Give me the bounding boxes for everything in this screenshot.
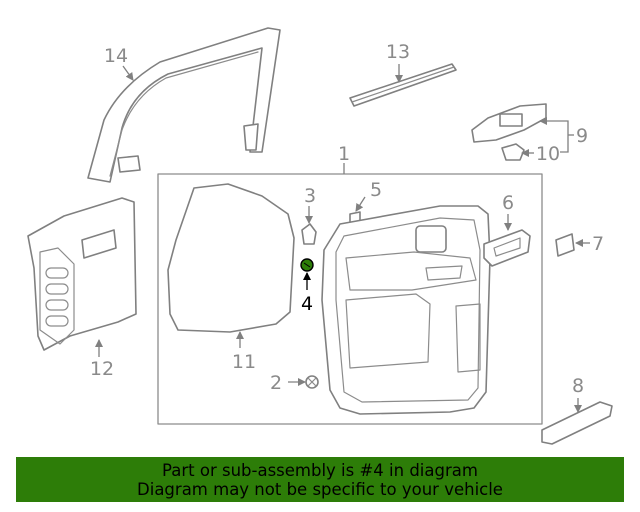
callout-10: 10 <box>536 143 560 165</box>
part-12-inner-panel <box>27 197 137 351</box>
callout-5: 5 <box>370 179 382 201</box>
callout-7: 7 <box>592 233 604 255</box>
part-7-cap <box>555 233 575 257</box>
callout-9: 9 <box>576 125 588 147</box>
callout-3: 3 <box>304 185 316 207</box>
part-14-window-frame <box>87 27 281 183</box>
callout-12: 12 <box>90 358 114 380</box>
leader-lines <box>95 64 590 413</box>
callout-13: 13 <box>386 41 410 63</box>
callout-11: 11 <box>232 351 256 373</box>
part-11-water-deflector <box>167 183 295 333</box>
part-9-switch-bracket <box>471 103 547 143</box>
callout-14: 14 <box>104 45 128 67</box>
callout-4: 4 <box>301 293 313 315</box>
callout-1: 1 <box>338 143 350 165</box>
part-13-window-sweep <box>349 63 457 107</box>
callout-2: 2 <box>270 372 282 394</box>
door-trim-panel <box>321 205 491 415</box>
banner-line-part-number: Part or sub-assembly is #4 in diagram <box>162 461 478 480</box>
callout-labels: 1 2 3 4 5 6 7 8 9 10 11 12 13 14 <box>90 41 604 397</box>
part-10-clip <box>501 143 525 161</box>
part-4-push-pin <box>300 258 314 272</box>
part-6-handle <box>483 229 531 267</box>
callout-8: 8 <box>572 375 584 397</box>
part-8-trim-strip <box>541 401 613 445</box>
parts-diagram: 1 2 3 4 5 6 7 8 9 10 11 12 13 14 <box>27 27 613 445</box>
banner-line-disclaimer: Diagram may not be specific to your vehi… <box>137 480 503 499</box>
part-1-assembly-box <box>157 173 543 425</box>
info-banner: Part or sub-assembly is #4 in diagram Di… <box>16 457 624 502</box>
callout-6: 6 <box>502 192 514 214</box>
part-2-bolt <box>305 375 319 389</box>
part-3-retainer <box>301 223 317 245</box>
